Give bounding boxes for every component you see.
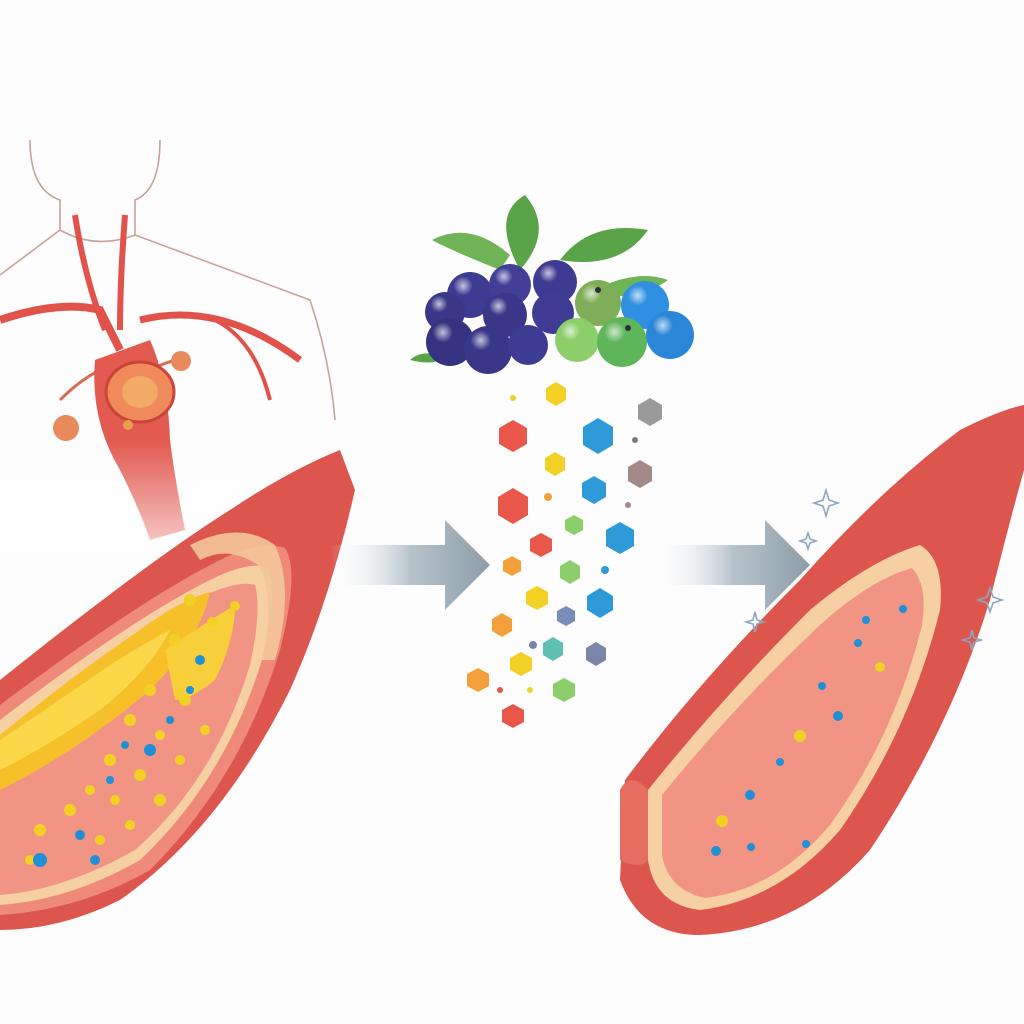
sparkle-icon bbox=[743, 487, 1005, 651]
torso-outline-icon bbox=[0, 139, 336, 421]
plaque-particles bbox=[25, 594, 240, 865]
arrow-right-icon bbox=[655, 520, 810, 610]
clear-artery bbox=[620, 405, 1024, 935]
berries-icon bbox=[410, 195, 694, 374]
antioxidant-particles bbox=[467, 382, 662, 728]
blue-particles bbox=[33, 655, 205, 867]
clogged-artery bbox=[0, 450, 355, 930]
yellow-particles bbox=[716, 662, 885, 827]
arrow-right-icon bbox=[330, 520, 490, 610]
blue-particles bbox=[711, 605, 907, 856]
